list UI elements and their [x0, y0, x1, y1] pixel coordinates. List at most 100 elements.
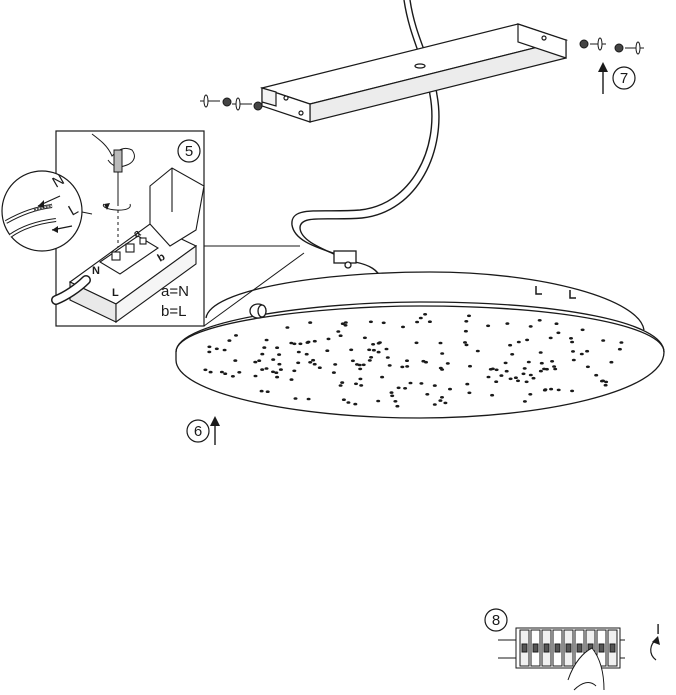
- terminal-box: [68, 167, 205, 324]
- led-dot: [219, 370, 224, 374]
- led-dot: [325, 349, 330, 353]
- led-dot: [203, 368, 208, 372]
- mounting-bracket: [259, 23, 569, 123]
- led-dot: [549, 387, 554, 391]
- led-dot: [376, 350, 381, 354]
- led-dot: [358, 377, 363, 381]
- step-6-marker: 6: [186, 416, 220, 445]
- terminal-l-label: L: [112, 287, 119, 299]
- led-dot: [234, 334, 238, 337]
- breaker-switches: [519, 629, 618, 667]
- led-dot: [438, 341, 443, 345]
- led-dot: [414, 341, 419, 345]
- wiring-detail-panel: a b N L a=N b=L 5: [51, 130, 305, 327]
- led-dot: [571, 350, 575, 353]
- led-dot: [354, 382, 358, 386]
- led-dot: [467, 314, 471, 318]
- led-dot: [312, 362, 317, 366]
- led-dot: [367, 348, 372, 352]
- led-dot: [601, 379, 605, 383]
- led-dot: [505, 322, 510, 325]
- led-dot: [340, 381, 345, 384]
- lamp-led-dots: [203, 313, 624, 408]
- led-dot: [362, 336, 367, 340]
- led-dot: [390, 394, 395, 398]
- led-dot: [438, 399, 443, 402]
- led-dot: [499, 374, 504, 377]
- led-dot: [308, 361, 313, 364]
- breaker-toggle: [543, 643, 550, 653]
- led-dot: [432, 384, 437, 387]
- led-dot: [253, 360, 258, 364]
- led-dot: [387, 364, 392, 367]
- led-dot: [542, 367, 547, 371]
- led-dot: [445, 362, 450, 365]
- led-dot: [464, 320, 469, 323]
- wire-strip-callout: N L: [1, 170, 83, 252]
- led-dot: [357, 363, 362, 367]
- led-dot: [516, 340, 521, 344]
- breaker-toggle: [609, 643, 616, 653]
- led-dot: [359, 384, 364, 387]
- led-dot: [277, 353, 282, 356]
- led-dot: [522, 367, 527, 370]
- step-8-number: 8: [492, 612, 500, 629]
- led-dot: [312, 339, 317, 343]
- led-dot: [604, 380, 609, 384]
- step-7-marker: 7: [598, 62, 636, 94]
- led-dot: [381, 321, 386, 325]
- step-7-number: 7: [620, 70, 628, 87]
- led-dot: [531, 376, 536, 380]
- led-dot: [306, 397, 311, 401]
- breaker-toggle: [598, 643, 605, 653]
- led-dot: [227, 339, 232, 342]
- screw-set-right: [579, 37, 644, 55]
- led-dot: [490, 393, 495, 397]
- led-dot: [415, 320, 420, 324]
- led-dot: [524, 380, 529, 384]
- led-dot: [400, 365, 405, 369]
- led-dot: [274, 371, 279, 375]
- led-dot: [405, 359, 409, 363]
- screw-set-left: [200, 94, 263, 111]
- led-dot: [222, 348, 227, 352]
- led-dot: [317, 366, 322, 370]
- led-dot: [538, 369, 543, 373]
- led-dot: [384, 347, 389, 351]
- led-dot: [353, 402, 358, 406]
- power-cable: [291, 0, 440, 281]
- led-dot: [570, 389, 575, 393]
- led-dot: [570, 340, 575, 344]
- led-dot: [265, 390, 270, 394]
- led-dot: [271, 358, 276, 361]
- led-dot: [548, 336, 553, 340]
- led-dot: [465, 382, 470, 386]
- led-dot: [609, 360, 614, 364]
- breaker-on-label: I: [656, 621, 660, 638]
- led-dot: [395, 404, 400, 408]
- breaker-toggle: [532, 643, 539, 653]
- led-dot: [260, 352, 265, 356]
- led-dot: [510, 353, 515, 356]
- led-dot: [333, 363, 338, 366]
- led-dot: [427, 320, 432, 324]
- led-dot: [554, 322, 559, 326]
- led-dot: [405, 365, 410, 368]
- led-dot: [371, 348, 376, 352]
- led-dot: [389, 391, 394, 394]
- led-dot: [331, 371, 336, 374]
- led-dot: [350, 359, 355, 363]
- led-dot: [304, 352, 309, 356]
- led-dot: [556, 331, 561, 335]
- led-dot: [580, 328, 585, 332]
- led-dot: [368, 320, 373, 324]
- led-dot: [539, 361, 544, 365]
- legend-b: b=L: [161, 303, 186, 320]
- led-dot: [377, 341, 382, 344]
- led-dot: [508, 343, 513, 347]
- ceiling-lamp: [175, 250, 665, 419]
- led-dot: [468, 364, 472, 368]
- led-dot: [311, 358, 316, 362]
- led-dot: [214, 347, 219, 351]
- led-dot: [556, 388, 561, 392]
